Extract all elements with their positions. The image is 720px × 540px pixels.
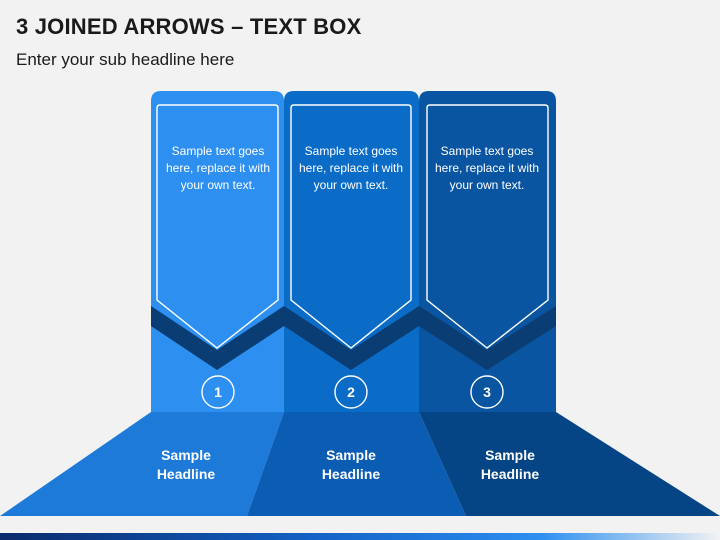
footer-gradient-bar — [0, 533, 720, 540]
headline-3-line1: Sample — [485, 447, 535, 463]
arrow-outline-2 — [290, 104, 412, 349]
step-circle-2 — [334, 375, 368, 409]
arrow-outline-1 — [156, 104, 279, 349]
headline-1-line1: Sample — [161, 447, 211, 463]
headline-3: Sample Headline — [450, 446, 570, 484]
chevron-shadow-3 — [419, 306, 556, 370]
chevron-shadow-2 — [284, 306, 419, 370]
base-segment-1 — [0, 412, 284, 516]
step-number-3: 3 — [483, 384, 491, 400]
arrow-text-2: Sample text goes here, replace it with y… — [298, 144, 404, 192]
step-number-2: 2 — [347, 384, 355, 400]
headline-2-line1: Sample — [326, 447, 376, 463]
step-circle-1 — [201, 375, 235, 409]
page-subtitle: Enter your sub headline here — [16, 50, 235, 69]
headline-2-line2: Headline — [321, 466, 381, 482]
headline-2: Sample Headline — [291, 446, 411, 484]
base-segment-2 — [247, 412, 466, 516]
step-number-1: 1 — [214, 384, 222, 400]
step-circle-3 — [470, 375, 504, 409]
arrow-outline-3 — [426, 104, 549, 349]
headline-1: Sample Headline — [126, 446, 246, 484]
base-segment-3 — [419, 412, 720, 516]
page-title: 3 JOINED ARROWS – TEXT BOX — [16, 14, 362, 39]
arrow-text-3: Sample text goes here, replace it with y… — [434, 144, 540, 192]
headline-3-line2: Headline — [480, 466, 540, 482]
arrow-text-1: Sample text goes here, replace it with y… — [165, 144, 271, 192]
chevron-shadow-1 — [151, 306, 284, 370]
headline-1-line2: Headline — [156, 466, 216, 482]
